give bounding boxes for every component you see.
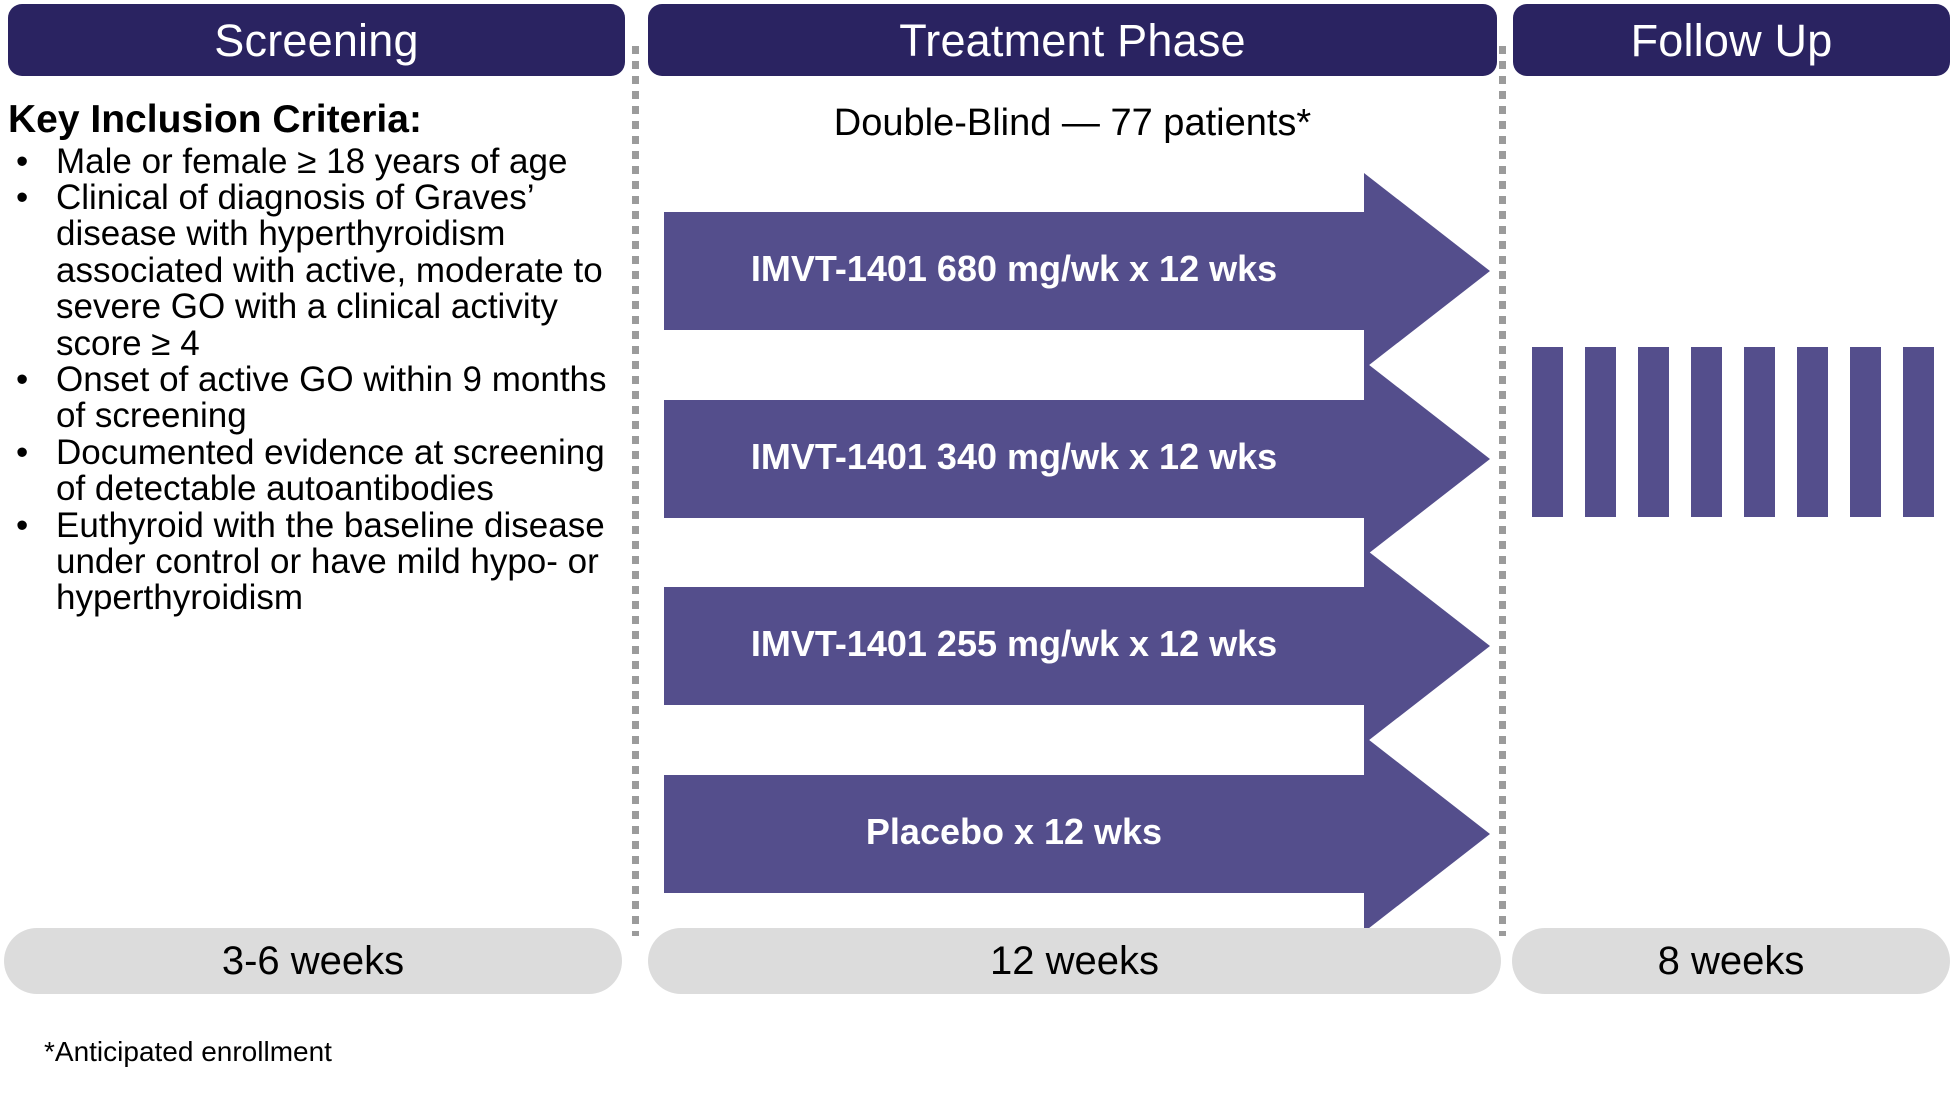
treatment-arm-label: Placebo x 12 wks	[865, 811, 1163, 852]
phase-header-screening: Screening	[8, 4, 625, 76]
inclusion-criteria-item: • Clinical of diagnosis of Graves’ diseas…	[8, 178, 608, 363]
phase-header-treatment: Treatment Phase	[648, 4, 1497, 76]
duration-pill-screening: 3-6 weeks	[4, 928, 622, 994]
phase-header-followup: Follow Up	[1513, 4, 1950, 76]
duration-text-screening: 3-6 weeks	[221, 939, 405, 983]
arrow-shape-icon	[664, 173, 1490, 369]
treatment-arm-label: IMVT-1401 255 mg/wk x 12 wks	[750, 623, 1278, 664]
phase-divider-screening-treatment	[632, 46, 639, 936]
inclusion-criteria-text: Clinical of diagnosis of Graves’ disease…	[56, 178, 603, 363]
bullet-icon: •	[16, 505, 29, 545]
followup-visit-bar	[1903, 347, 1934, 517]
arrow-shape-icon	[664, 736, 1490, 932]
followup-visit-bar	[1691, 347, 1722, 517]
inclusion-criteria-list: • Male or female ≥ 18 years of age • Clinic…	[8, 141, 608, 618]
followup-visit-bar	[1850, 347, 1881, 517]
arrow-shape-icon	[664, 548, 1490, 744]
inclusion-criteria-text: Euthyroid with the baseline disease unde…	[56, 505, 605, 618]
duration-text-followup: 8 weeks	[1657, 939, 1805, 983]
inclusion-criteria-item: • Onset of active GO within 9 months of s…	[8, 360, 608, 436]
followup-visit-bar	[1585, 347, 1616, 517]
followup-visit-bar	[1797, 347, 1828, 517]
followup-visit-bars	[1532, 347, 1950, 517]
arrow-shape-icon	[664, 361, 1490, 557]
inclusion-criteria-block: Key Inclusion Criteria: • Male or female …	[8, 98, 608, 617]
inclusion-criteria-text: Onset of active GO within 9 months of sc…	[56, 360, 607, 436]
treatment-arm-arrow: IMVT-1401 255 mg/wk x 12 wks	[664, 548, 1490, 744]
bullet-icon: •	[16, 432, 29, 472]
bullet-icon: •	[16, 178, 29, 218]
phase-divider-treatment-followup	[1499, 46, 1506, 936]
inclusion-criteria-text: Male or female ≥ 18 years of age	[56, 141, 568, 181]
footnote: *Anticipated enrollment	[44, 1036, 332, 1067]
bullet-icon: •	[16, 360, 29, 400]
duration-text-treatment: 12 weeks	[990, 939, 1159, 983]
inclusion-criteria-item: • Male or female ≥ 18 years of age	[8, 141, 608, 181]
inclusion-criteria-item: • Euthyroid with the baseline disease und…	[8, 505, 608, 618]
phase-title-treatment: Treatment Phase	[899, 14, 1246, 66]
treatment-arm-arrow: IMVT-1401 680 mg/wk x 12 wks	[664, 173, 1490, 369]
phase-title-followup: Follow Up	[1630, 14, 1833, 66]
bullet-icon: •	[16, 141, 29, 181]
followup-visit-bar	[1638, 347, 1669, 517]
treatment-arm-label: IMVT-1401 340 mg/wk x 12 wks	[750, 436, 1278, 477]
followup-visit-bar	[1532, 347, 1563, 517]
inclusion-criteria-title: Key Inclusion Criteria:	[8, 98, 422, 141]
inclusion-criteria-item: • Documented evidence at screening of det…	[8, 432, 608, 509]
inclusion-criteria-text: Documented evidence at screening of dete…	[56, 432, 605, 509]
duration-pill-followup: 8 weeks	[1512, 928, 1950, 994]
study-design-label: Double-Blind — 77 patients*	[833, 102, 1312, 144]
phase-title-screening: Screening	[214, 14, 419, 66]
duration-pill-treatment: 12 weeks	[648, 928, 1501, 994]
treatment-arm-label: IMVT-1401 680 mg/wk x 12 wks	[750, 248, 1278, 289]
followup-visit-bar	[1744, 347, 1775, 517]
treatment-arm-arrow: Placebo x 12 wks	[664, 736, 1490, 932]
treatment-arm-arrow: IMVT-1401 340 mg/wk x 12 wks	[664, 361, 1490, 557]
